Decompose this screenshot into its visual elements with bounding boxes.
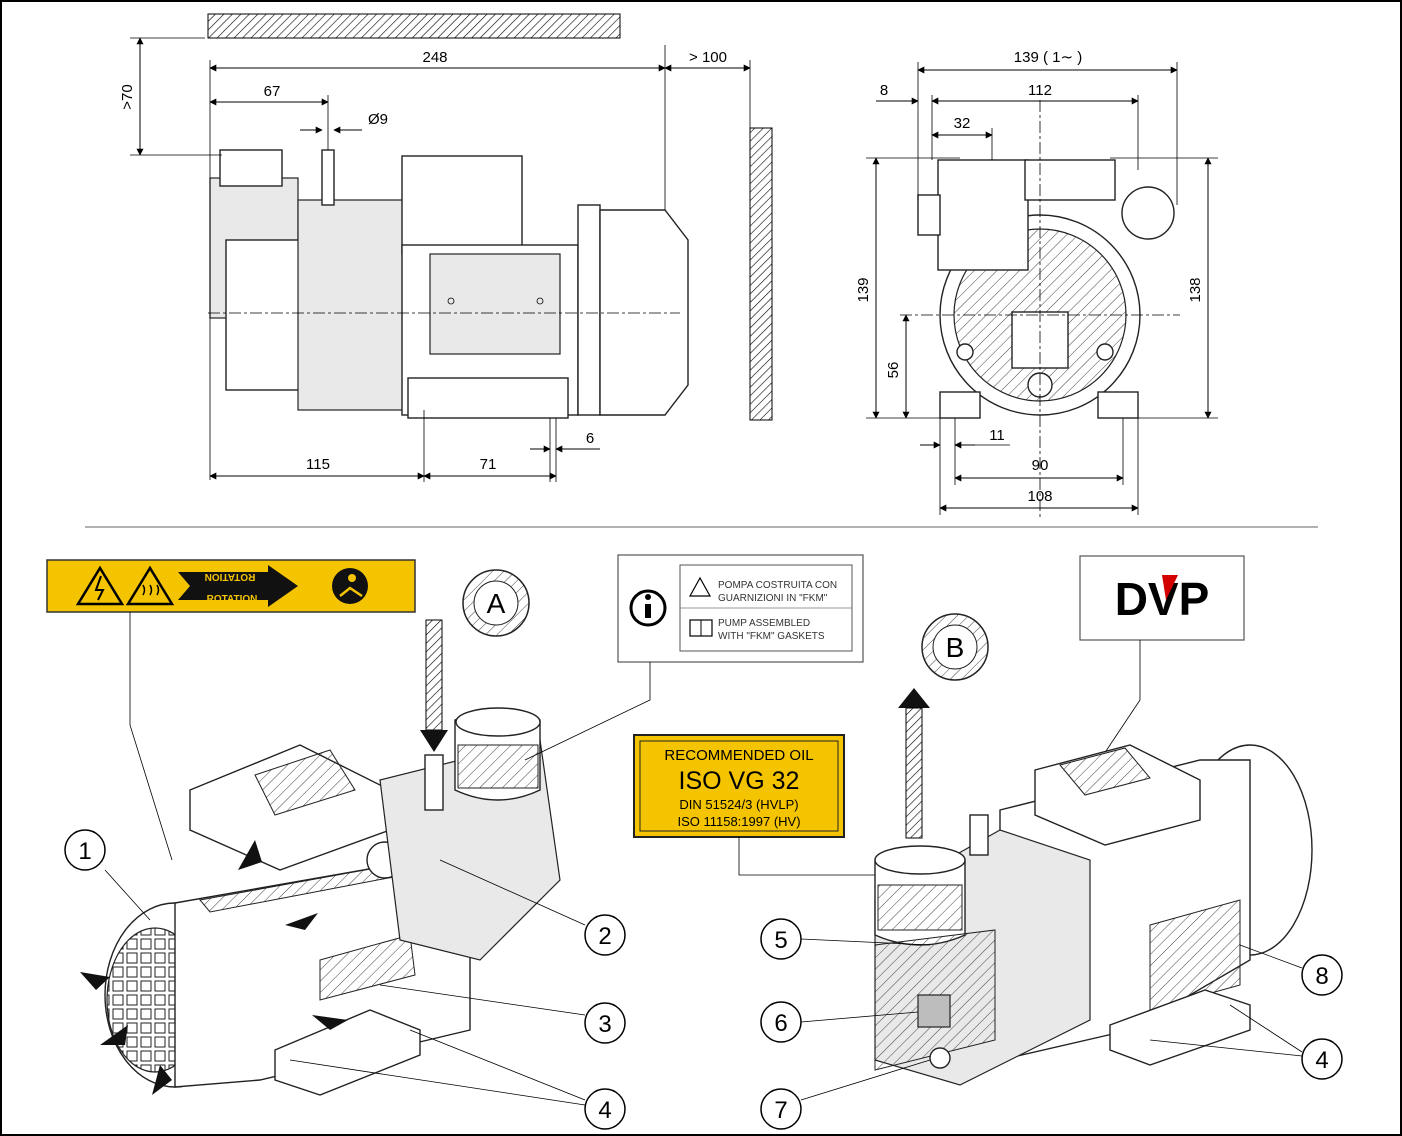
cable-gland-front xyxy=(1121,186,1175,240)
callout-2-label: 2 xyxy=(598,923,611,950)
view-a-label: A xyxy=(487,588,506,619)
oil-tank-front xyxy=(937,159,1029,271)
exhaust-flow-arrow xyxy=(905,707,923,839)
motor-flange xyxy=(577,204,601,416)
dim-slot-11: 11 xyxy=(989,427,1005,444)
pump-isometric-a: ROTATION ROTATION A xyxy=(46,554,864,1130)
side-view: 248 > 100 >70 67 Ø9 115 71 6 xyxy=(119,13,773,482)
motor-foot xyxy=(407,377,569,419)
dim-base-pitch: 71 xyxy=(480,456,497,473)
electrical-hazard-icon xyxy=(75,565,125,606)
oil-line-2: ISO VG 32 xyxy=(679,767,800,795)
dim-foot-90: 90 xyxy=(1032,457,1049,474)
pump-isometric-b: DVP B RECOMMENDED OIL ISO VG 32 DIN 5152… xyxy=(633,555,1343,1130)
callout-3-label: 3 xyxy=(598,1011,611,1038)
pump-housing xyxy=(297,199,404,411)
callout-8 xyxy=(1301,954,1343,996)
info-line-2: GUARNIZIONI IN "FKM" xyxy=(718,593,828,604)
pump-end-cover xyxy=(225,239,307,391)
callout-2 xyxy=(584,914,626,956)
foot-left xyxy=(939,391,981,419)
oil-line-4: ISO 11158:1997 (HV) xyxy=(677,814,800,829)
oil-line-3: DIN 51524/3 (HVLP) xyxy=(679,797,798,812)
dim-axis-height: 56 xyxy=(885,362,902,379)
dvp-logo-accent xyxy=(1162,575,1178,600)
dim-width-32: 32 xyxy=(954,115,971,132)
caution-icon xyxy=(688,576,712,597)
view-b-label: B xyxy=(946,632,965,663)
info-line-1: POMPA COSTRUITA CON xyxy=(718,580,837,591)
inlet-flow-arrow xyxy=(425,619,443,731)
fan-cover xyxy=(599,209,689,416)
dim-top-clearance: >70 xyxy=(119,84,136,109)
terminal-box-front xyxy=(1024,159,1116,201)
top-wall-hatch xyxy=(207,13,621,39)
oil-drain-plug xyxy=(929,1047,951,1069)
callout-7-label: 7 xyxy=(774,1097,787,1124)
rotation-arrow-icon xyxy=(178,565,298,607)
oil-line-1: RECOMMENDED OIL xyxy=(664,747,813,764)
dim-rear-clearance: > 100 xyxy=(689,49,727,66)
dim-slot-width: 6 xyxy=(586,430,594,447)
rear-wall-hatch xyxy=(749,127,773,421)
callout-6-label: 6 xyxy=(774,1010,787,1037)
callout-4-b-label: 4 xyxy=(1315,1047,1328,1074)
dim-offset-8: 8 xyxy=(880,82,888,99)
motor-label-b xyxy=(1149,899,1241,1011)
rotation-text-inverted: ROTATION xyxy=(205,571,256,582)
rotation-text: ROTATION xyxy=(207,594,258,605)
dvp-logo-label xyxy=(1079,555,1245,641)
callout-3 xyxy=(584,1002,626,1044)
inlet-nozzle-a xyxy=(424,754,444,811)
read-manual-icon xyxy=(332,568,368,604)
info-line-4: WITH "FKM" GASKETS xyxy=(718,631,825,642)
foot-right xyxy=(1097,391,1139,419)
motor-foot-a xyxy=(274,1009,421,1096)
dim-overall-width: 139 ( 1∼ ) xyxy=(1014,49,1082,66)
exhaust-nozzle-b xyxy=(969,814,989,856)
dim-foot-108: 108 xyxy=(1027,488,1052,505)
dim-inlet-offset: 67 xyxy=(264,83,281,100)
oil-sight-glass xyxy=(917,994,951,1028)
inlet-nozzle xyxy=(321,149,335,206)
callout-1 xyxy=(64,829,106,871)
callout-4-a-label: 4 xyxy=(598,1097,611,1124)
oil-filler-cap xyxy=(219,149,283,187)
callout-1-label: 1 xyxy=(78,838,91,865)
dim-base-front: 115 xyxy=(306,456,330,473)
dim-height-139: 139 xyxy=(855,277,872,302)
front-view: 139 ( 1∼ ) 8 112 32 139 138 56 11 90 108 xyxy=(855,49,1218,520)
dim-height-138: 138 xyxy=(1187,277,1204,302)
dim-total-length: 248 xyxy=(422,49,447,66)
dim-width-112: 112 xyxy=(1028,82,1052,99)
dvp-logo-text: DVP xyxy=(1115,573,1210,625)
callout-5-label: 5 xyxy=(774,927,787,954)
callout-4-a xyxy=(584,1088,626,1130)
callout-8-label: 8 xyxy=(1315,963,1328,990)
dim-inlet-diameter: Ø9 xyxy=(368,111,388,128)
info-line-3: PUMP ASSEMBLED xyxy=(718,618,810,629)
callout-7 xyxy=(760,1088,802,1130)
terminal-box xyxy=(401,155,523,255)
motor-foot-b xyxy=(1109,989,1251,1066)
motor-label-a xyxy=(319,934,416,1001)
callout-4-b xyxy=(1301,1038,1343,1080)
